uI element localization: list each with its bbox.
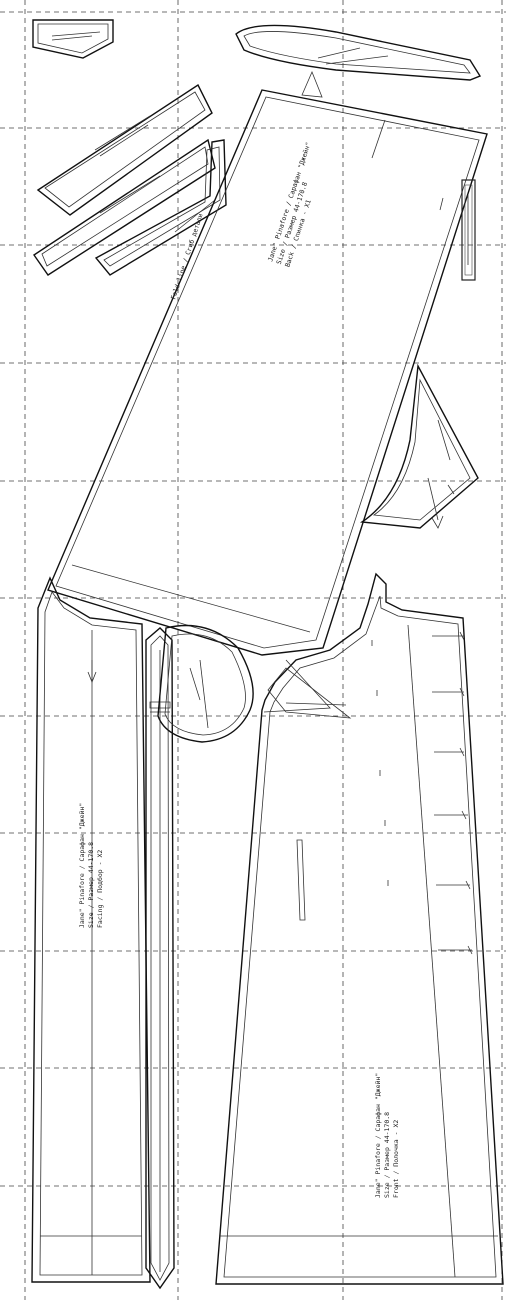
fold-line-label: Fold line / Сгиб детали xyxy=(169,212,204,300)
front-piece xyxy=(215,572,504,1285)
strap-piece-1 xyxy=(36,83,213,216)
facing-piece xyxy=(31,576,151,1283)
front-label-line2: Size / Размер 44-170.8 xyxy=(383,1112,391,1198)
facing-label-line2: Size / Размер 44-170.8 xyxy=(87,842,95,928)
back-piece xyxy=(47,70,488,656)
scale-bar xyxy=(461,179,476,281)
tie-strip-piece xyxy=(145,627,175,1290)
armhole-facing-piece xyxy=(94,139,227,276)
facing-label-line3: Facing / Подбор - X2 xyxy=(96,850,104,928)
back-label: Jane" Pinafore / Сарафан "Джейн" Size / … xyxy=(266,141,313,268)
front-label: Jane" Pinafore / Сарафан "Джейн" Size / … xyxy=(374,1073,400,1198)
waistband-piece xyxy=(235,24,482,81)
strap-piece-2 xyxy=(33,138,216,276)
pocket-piece xyxy=(32,19,114,59)
front-label-line3: Front / Полочка - X2 xyxy=(392,1120,400,1198)
facing-label-line1: Jane" Pinafore / Сарафан "Джейн" xyxy=(78,803,86,928)
front-label-line1: Jane" Pinafore / Сарафан "Джейн" xyxy=(374,1073,382,1198)
side-pocket-piece xyxy=(359,363,479,529)
facing-label: Jane" Pinafore / Сарафан "Джейн" Size / … xyxy=(78,803,104,928)
bib-piece xyxy=(157,624,254,743)
